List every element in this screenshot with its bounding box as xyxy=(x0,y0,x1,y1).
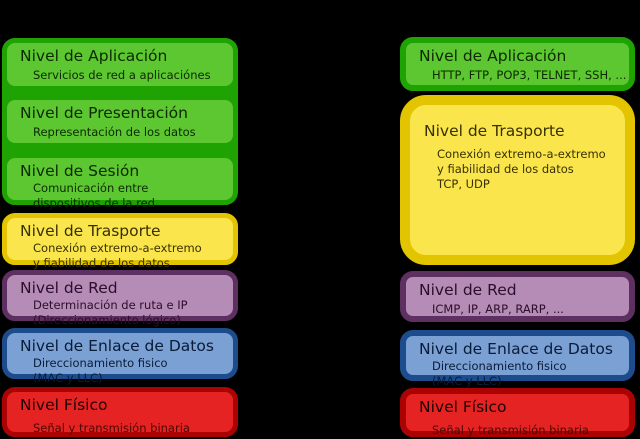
layer-subtitle-line: y fiabilidad de los datos xyxy=(437,162,574,176)
layer-subtitle-line: (MAC y LLC) xyxy=(33,371,103,385)
osi-layer-enlace: Nivel de Enlace de Datos Direccionamient… xyxy=(2,328,238,385)
osi-layer-aplicacion: Nivel de Aplicación Servicios de red a a… xyxy=(2,38,238,91)
layer-subtitle-line: Señal y transmisión binaria xyxy=(33,421,190,435)
layer-title: Nivel de Red xyxy=(20,279,118,297)
tcpip-layer-aplicacion: Nivel de Aplicación HTTP, FTP, POP3, TEL… xyxy=(400,37,635,91)
layer-subtitle-line: ICMP, IP, ARP, RARP, ... xyxy=(432,302,564,316)
layer-subtitle-line: Determinación de ruta e IP xyxy=(33,298,188,312)
osi-layer-trasporte: Nivel de Trasporte Conexión extremo-a-ex… xyxy=(2,213,238,270)
tcpip-layer-fisico: Nivel Físico Señal y transmisión binaria xyxy=(400,388,635,437)
layer-title: Nivel de Enlace de Datos xyxy=(419,340,613,358)
layer-title: Nivel de Presentación xyxy=(20,104,188,122)
layer-title: Nivel de Red xyxy=(419,281,517,299)
layer-subtitle-line: Conexión extremo-a-extremo xyxy=(33,241,202,255)
layer-subtitle-line: Direccionamiento fisico xyxy=(432,359,567,373)
layer-subtitle-line: dispositivos de la red xyxy=(33,196,155,210)
layer-title: Nivel de Sesión xyxy=(20,162,140,180)
tcpip-layer-trasporte: Nivel de Trasporte Conexión extremo-a-ex… xyxy=(400,95,635,265)
layer-title: Nivel de Trasporte xyxy=(424,122,565,140)
layer-subtitle-line: Representación de los datos xyxy=(33,125,196,139)
layer-title: Nivel Físico xyxy=(20,396,108,414)
layer-subtitle-line: Conexión extremo-a-extremo xyxy=(437,147,606,161)
layer-subtitle-line: y fiabilidad de los datos xyxy=(33,256,170,270)
osi-layer-red: Nivel de Red Determinación de ruta e IP … xyxy=(2,270,238,327)
layer-subtitle-line: Comunicación entre xyxy=(33,181,149,195)
layer-title: Nivel de Aplicación xyxy=(419,47,567,65)
layer-title: Nivel Físico xyxy=(419,398,507,416)
layer-title: Nivel de Enlace de Datos xyxy=(20,337,214,355)
tcpip-layer-red: Nivel de Red ICMP, IP, ARP, RARP, ... xyxy=(400,271,635,322)
layer-subtitle-line: (MAC y LLC) xyxy=(432,374,502,388)
layer-subtitle-line: Direccionamiento fisico xyxy=(33,356,168,370)
layer-title: Nivel de Aplicación xyxy=(20,47,168,65)
layer-subtitle-line: Señal y transmisión binaria xyxy=(432,423,589,437)
tcpip-layer-enlace: Nivel de Enlace de Datos Direccionamient… xyxy=(400,330,635,388)
osi-layer-sesion: Nivel de Sesión Comunicación entre dispo… xyxy=(2,153,238,210)
osi-layer-presentacion: Nivel de Presentación Representación de … xyxy=(2,95,238,148)
layer-subtitle-line: TCP, UDP xyxy=(437,177,490,191)
osi-layer-fisico: Nivel Físico Señal y transmisión binaria xyxy=(2,387,238,437)
layer-subtitle-line: HTTP, FTP, POP3, TELNET, SSH, ... xyxy=(432,68,627,82)
layer-subtitle-line: Servicios de red a aplicaciónes xyxy=(33,68,211,82)
layer-subtitle-line: (Direccionamiento lógico) xyxy=(33,313,181,327)
layer-title: Nivel de Trasporte xyxy=(20,222,161,240)
osi-green-group: Nivel de Aplicación Servicios de red a a… xyxy=(2,38,238,210)
